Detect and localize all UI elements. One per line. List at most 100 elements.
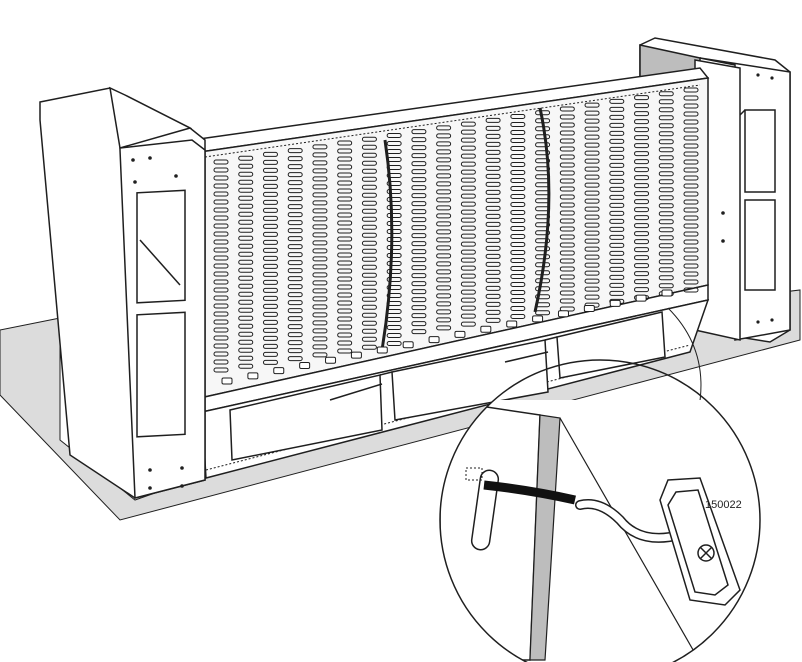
spring-coil xyxy=(510,298,526,304)
spring-coil xyxy=(287,196,303,202)
spring-coil xyxy=(683,183,699,189)
spring-coil xyxy=(535,286,551,292)
spring-coil xyxy=(559,234,575,240)
spring-coil xyxy=(634,119,650,125)
spring-coil xyxy=(485,157,501,163)
spring-coil xyxy=(411,209,427,215)
spring-coil xyxy=(312,288,328,294)
spring-coil xyxy=(411,233,427,239)
spring-coil xyxy=(485,301,501,307)
spring-coil xyxy=(262,359,278,365)
spring-coil xyxy=(411,313,427,319)
spring-coil xyxy=(485,181,501,187)
spring-coil xyxy=(609,210,625,216)
spring-coil xyxy=(559,154,575,160)
spring-coil xyxy=(337,268,353,274)
spring-coil xyxy=(411,193,427,199)
spring-coil xyxy=(460,129,476,135)
spring-coil xyxy=(683,103,699,109)
spring-coil xyxy=(262,271,278,277)
spring-coil xyxy=(287,300,303,306)
spring-coil xyxy=(658,139,674,145)
spring-coil xyxy=(460,201,476,207)
spring-coil xyxy=(386,244,402,250)
spring-coil xyxy=(510,210,526,216)
spring-coil xyxy=(411,305,427,311)
spring-coil xyxy=(584,230,600,236)
spring-coil xyxy=(262,327,278,333)
spring-coil xyxy=(460,321,476,327)
spring-coil xyxy=(559,218,575,224)
spring-coil xyxy=(312,280,328,286)
spring-coil xyxy=(460,161,476,167)
spring-coil xyxy=(683,111,699,117)
spring-coil xyxy=(609,202,625,208)
spring-coil xyxy=(559,138,575,144)
spring-coil xyxy=(411,265,427,271)
spring-coil xyxy=(658,163,674,169)
spring-coil xyxy=(436,253,452,259)
spring-coil xyxy=(460,297,476,303)
spring-coil xyxy=(287,260,303,266)
spring-coil xyxy=(510,138,526,144)
spring-coil xyxy=(584,134,600,140)
spring-coil xyxy=(683,215,699,221)
spring-coil xyxy=(436,157,452,163)
spring-coil xyxy=(213,303,229,309)
spring-coil xyxy=(287,228,303,234)
spring-coil xyxy=(485,253,501,259)
spring-coil xyxy=(287,268,303,274)
spring-coil xyxy=(411,281,427,287)
spring-coil xyxy=(510,234,526,240)
spring-coil xyxy=(238,275,254,281)
spring-coil xyxy=(287,180,303,186)
spring-coil xyxy=(411,217,427,223)
spring-coil xyxy=(436,149,452,155)
spring-coil xyxy=(658,267,674,273)
spring-coil xyxy=(213,359,229,365)
spring-coil xyxy=(337,316,353,322)
spring-coil xyxy=(485,149,501,155)
spring-coil xyxy=(485,205,501,211)
spring-coil xyxy=(634,127,650,133)
spring-coil xyxy=(584,102,600,108)
spring-coil xyxy=(287,276,303,282)
spring-coil xyxy=(436,301,452,307)
spring-coil xyxy=(213,207,229,213)
spring-coil xyxy=(436,197,452,203)
spring-coil xyxy=(634,239,650,245)
spring-coil xyxy=(634,247,650,253)
spring-coil xyxy=(609,274,625,280)
spring-coil xyxy=(584,254,600,260)
spring-coil xyxy=(337,276,353,282)
spring-coil xyxy=(683,143,699,149)
spring-coil xyxy=(559,250,575,256)
spring-coil xyxy=(658,91,674,97)
spring-coil xyxy=(213,183,229,189)
spring-coil xyxy=(460,241,476,247)
spring-coil xyxy=(634,167,650,173)
spring-coil xyxy=(238,235,254,241)
spring-coil xyxy=(460,137,476,143)
spring-coil xyxy=(609,242,625,248)
spring-coil xyxy=(238,323,254,329)
spring-coil xyxy=(361,152,377,158)
spring-coil xyxy=(213,223,229,229)
spring-coil xyxy=(262,239,278,245)
spring-coil xyxy=(312,328,328,334)
spring-coil xyxy=(411,185,427,191)
spring-coil xyxy=(683,175,699,181)
spring-coil xyxy=(262,207,278,213)
spring-coil xyxy=(238,307,254,313)
spring-coil xyxy=(238,331,254,337)
spring-coil xyxy=(559,170,575,176)
spring-coil xyxy=(485,245,501,251)
spring-coil xyxy=(287,292,303,298)
spring-coil xyxy=(658,115,674,121)
spring-coil xyxy=(634,159,650,165)
spring-coil xyxy=(361,288,377,294)
spring-coil xyxy=(361,192,377,198)
slat-fastener xyxy=(454,330,466,338)
spring-coil xyxy=(485,165,501,171)
